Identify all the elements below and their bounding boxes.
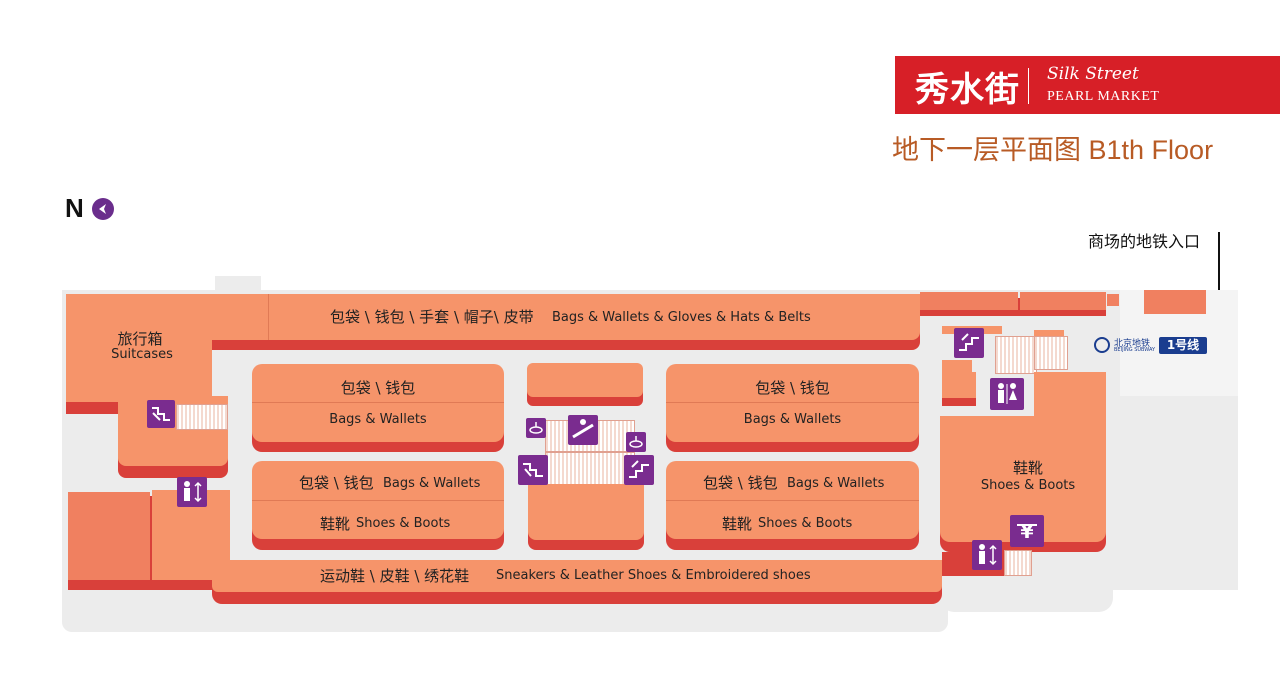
suitcases-en-label: Suitcases <box>111 347 173 362</box>
atm-icon: ¥ <box>1010 515 1044 547</box>
block-a-top-cn-label: 包袋 \ 钱包 <box>340 379 416 397</box>
block-b-top-zone <box>666 364 919 442</box>
north-arrow-icon <box>92 198 114 220</box>
block-b-bottom-cn-label-1: 包袋 \ 钱包 <box>703 474 778 492</box>
right-top-zone-2 <box>1020 292 1106 310</box>
block-b-top-divider <box>666 402 919 403</box>
right-mid-zone <box>942 360 972 372</box>
block-a-top-en-label: Bags & Wallets <box>329 412 427 427</box>
block-b-bottom-en-label-2: Shoes & Boots <box>758 516 853 531</box>
top-strip-divider <box>268 294 269 340</box>
block-b-top-cn-label: 包袋 \ 钱包 <box>755 379 830 397</box>
right-upper-zone-2 <box>1034 330 1064 336</box>
logo-script-text: Silk Street <box>1047 64 1139 84</box>
block-b-bottom-en-label-1: Bags & Wallets <box>787 476 885 491</box>
right-block-cn-label: 鞋靴 <box>1012 459 1043 477</box>
center-top-zone <box>527 363 643 397</box>
line-1-badge: 1号线 <box>1159 337 1207 354</box>
subway-entrance-label: 商场的地铁入口 <box>1088 232 1201 251</box>
escalator-up-icon <box>624 455 654 485</box>
block-a-bottom-divider <box>252 500 504 501</box>
right-top-zone-1 <box>920 292 1018 310</box>
escalator-up-icon-2 <box>954 328 984 358</box>
elevator-icon-2 <box>972 540 1002 570</box>
logo-english-text: PEARL MARKET <box>1047 89 1160 104</box>
north-label: N <box>65 193 84 223</box>
center-bottom-zone <box>528 484 644 540</box>
escalator-center-bottom <box>545 452 635 486</box>
top-strip-en-label: Bags & Wallets & Gloves & Hats & Belts <box>552 310 811 325</box>
block-b-bottom-divider <box>666 500 919 501</box>
right-block-en-label: Shoes & Boots <box>980 478 1076 493</box>
block-a-bottom-cn-label-1: 包袋 \ 钱包 <box>299 474 374 492</box>
restaurant-icon <box>526 418 546 438</box>
escalator-down-icon <box>147 400 175 428</box>
svg-text:¥: ¥ <box>1020 521 1033 543</box>
block-a-top-divider <box>252 402 504 403</box>
right-top-zone-3 <box>1107 294 1119 306</box>
block-a-top-zone <box>252 364 504 442</box>
logo-chinese-text: 秀水街 <box>915 70 1020 110</box>
floor-base-notch <box>215 276 261 292</box>
right-mid-zone-2 <box>942 372 976 398</box>
block-b-bottom-cn-label-2: 鞋靴 <box>722 515 753 533</box>
suitcases-cn-label: 旅行箱 <box>117 330 163 348</box>
escalator-left <box>176 404 228 430</box>
right-top-zone-4 <box>1144 290 1206 314</box>
block-a-bottom-en-label-1: Bags & Wallets <box>383 476 481 491</box>
logo-divider <box>1028 68 1029 104</box>
escalator-right <box>995 336 1037 374</box>
escalator-down-icon-2 <box>518 455 548 485</box>
bottom-strip-en-label: Sneakers & Leather Shoes & Embroidered s… <box>496 568 811 583</box>
escalator-right-2 <box>1034 336 1068 370</box>
block-b-top-en-label: Bags & Wallets <box>743 412 842 427</box>
subway-brand-cn: 北京地铁 <box>1114 339 1151 349</box>
bottom-strip-zone <box>212 560 942 592</box>
elevator-icon <box>177 477 207 507</box>
block-a-bottom-en-label-2: Shoes & Boots <box>356 516 451 531</box>
bottom-strip-cn-label: 运动鞋 \ 皮鞋 \ 绣花鞋 <box>320 567 470 585</box>
right-mid-zone-3 <box>1034 372 1106 416</box>
beijing-subway-logo-icon <box>1094 337 1110 353</box>
restaurant-icon-2 <box>626 432 646 452</box>
subway-brand-en: BEIJING SUBWAY <box>1114 347 1156 353</box>
left-lower-zone-1 <box>68 492 150 580</box>
floor-title: 地下一层平面图 B1th Floor <box>892 135 1214 165</box>
top-strip-zone <box>212 294 920 340</box>
suitcases-zone <box>66 294 212 402</box>
escalator-person-icon <box>568 415 598 445</box>
silk-street-logo: 秀水街 Silk Street PEARL MARKET <box>895 56 1280 114</box>
block-a-bottom-cn-label-2: 鞋靴 <box>320 515 351 533</box>
top-strip-cn-label: 包袋 \ 钱包 \ 手套 \ 帽子\ 皮带 <box>330 308 534 326</box>
escalator-right-bottom <box>1004 550 1032 576</box>
restroom-icon <box>990 378 1024 410</box>
